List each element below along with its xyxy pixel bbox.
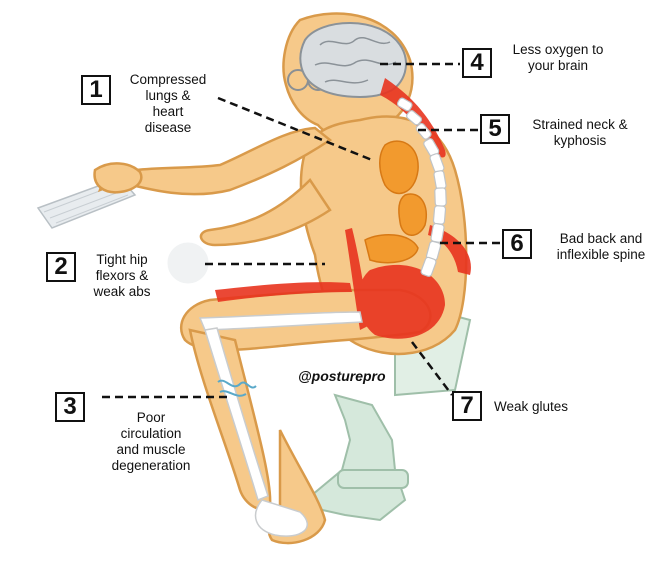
callout-text-1: Compressed lungs & heart disease — [118, 72, 218, 136]
callout-text-5: Strained neck & kyphosis — [515, 117, 645, 149]
hip-flexor-marker — [166, 241, 210, 285]
callout-number-4: 4 — [462, 48, 492, 78]
callout-text-7: Weak glutes — [494, 399, 604, 415]
callout-text-4: Less oxygen to your brain — [498, 42, 618, 74]
callout-number-5: 5 — [480, 114, 510, 144]
watermark-handle: @posturepro — [298, 368, 386, 384]
callout-number-2: 2 — [46, 252, 76, 282]
callout-number-3: 3 — [55, 392, 85, 422]
callout-number-1: 1 — [81, 75, 111, 105]
callout-number-6: 6 — [502, 229, 532, 259]
callout-number-7: 7 — [452, 391, 482, 421]
callout-text-2: Tight hip flexors & weak abs — [84, 252, 160, 300]
callout-text-3: Poor circulation and muscle degeneration — [95, 410, 207, 474]
callout-text-6: Bad back and inflexible spine — [540, 231, 662, 263]
